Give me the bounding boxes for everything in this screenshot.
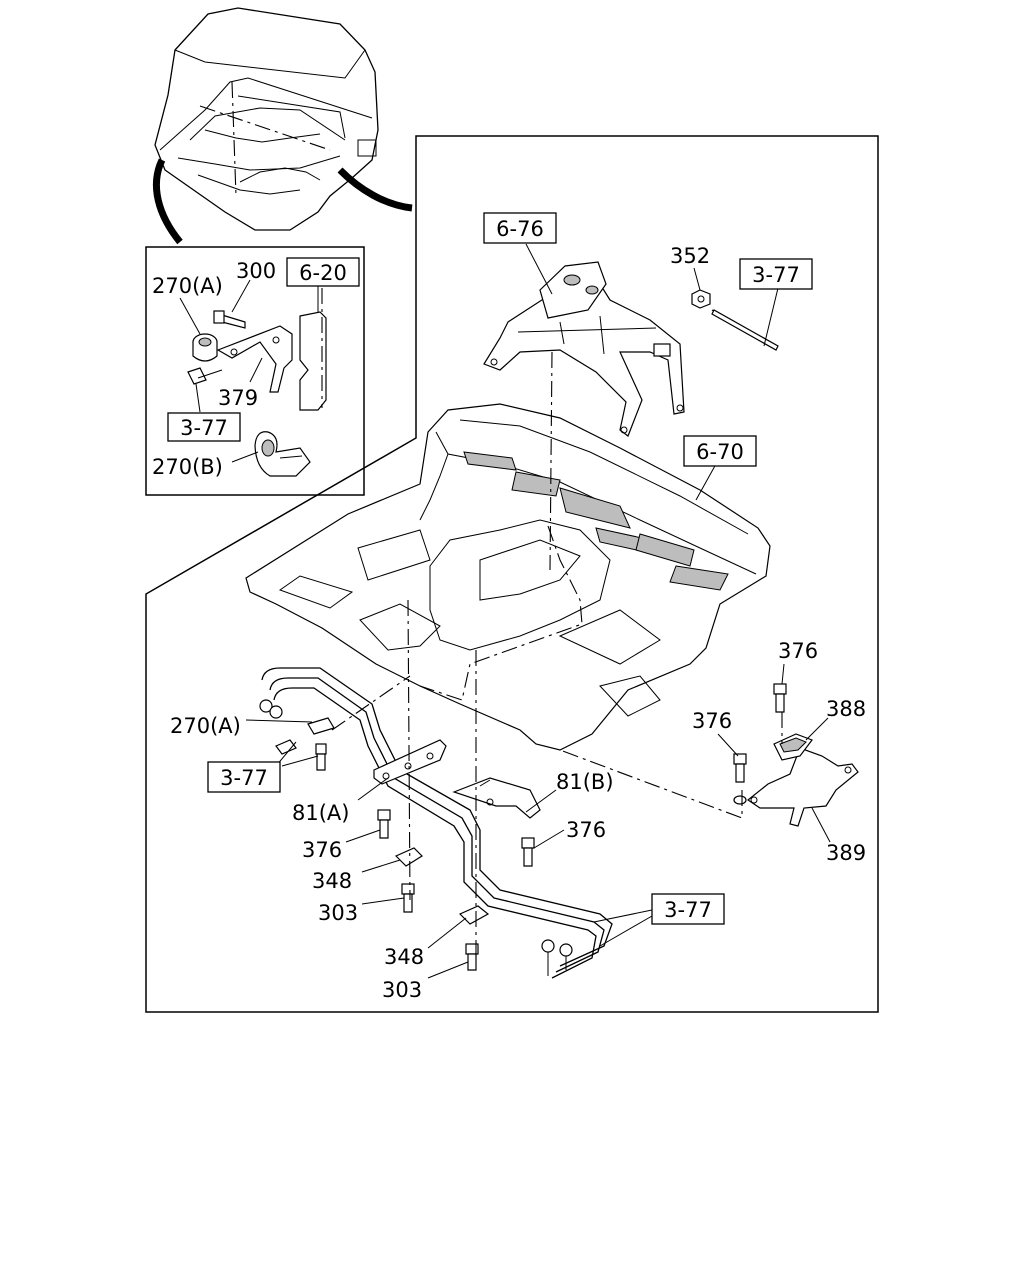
- ref-box-6-70[interactable]: 6-70: [683, 435, 757, 467]
- ref-box-inset-3-77[interactable]: 3-77: [167, 412, 241, 442]
- callout-376-center[interactable]: 376: [566, 818, 606, 842]
- ref-6-20-label: 6-20: [299, 261, 347, 285]
- part-number-labels: 270(A) 300 379 270(B) 352 376 376 388 38…: [152, 244, 866, 1002]
- callout-270a-inset[interactable]: 270(A): [152, 274, 223, 298]
- ref-box-3-77-left[interactable]: 3-77: [207, 761, 281, 793]
- ref-box-3-77-bottom[interactable]: 3-77: [651, 893, 725, 925]
- callout-300[interactable]: 300: [236, 259, 276, 283]
- callout-348-upper[interactable]: 348: [312, 869, 352, 893]
- clamp-81b-illustration: [452, 777, 541, 819]
- inset-leader-lines: [179, 279, 319, 463]
- callout-303-upper[interactable]: 303: [318, 901, 358, 925]
- bracket-389-illustration: [746, 733, 859, 827]
- inset-frame: [145, 246, 365, 496]
- floor-panel-illustration: [245, 403, 771, 751]
- ref-6-70-label: 6-70: [696, 440, 744, 464]
- ref-box-6-76[interactable]: 6-76: [483, 212, 557, 244]
- ref-box-3-77-top[interactable]: 3-77: [739, 258, 813, 290]
- callout-376-right-top[interactable]: 376: [778, 639, 818, 663]
- callout-81a[interactable]: 81(A): [292, 801, 349, 825]
- callout-388[interactable]: 388: [826, 697, 866, 721]
- ref-3-77-top-label: 3-77: [752, 263, 800, 287]
- assembly-centerlines: [331, 351, 783, 960]
- main-detail-frame: [145, 135, 879, 1013]
- callout-270b[interactable]: 270(B): [152, 455, 223, 479]
- ref-3-77-left-label: 3-77: [220, 766, 268, 790]
- callout-270a-main[interactable]: 270(A): [170, 714, 241, 738]
- callout-389[interactable]: 389: [826, 841, 866, 865]
- callout-379[interactable]: 379: [218, 386, 258, 410]
- callout-348-lower[interactable]: 348: [384, 945, 424, 969]
- leader-lines: [245, 243, 831, 979]
- callout-376-right-mid[interactable]: 376: [692, 709, 732, 733]
- callout-81b[interactable]: 81(B): [556, 770, 614, 794]
- ref-6-76-label: 6-76: [496, 217, 544, 241]
- ref-box-6-20[interactable]: 6-20: [286, 257, 360, 287]
- vehicle-overview-illustration: [152, 7, 413, 245]
- clamp-81a-illustration: [373, 739, 447, 785]
- callout-376-left[interactable]: 376: [302, 838, 342, 862]
- crossmember-bracket-illustration: [483, 261, 685, 437]
- ref-inset-3-77-label: 3-77: [180, 416, 228, 440]
- pipe-assembly-illustration: [259, 667, 613, 979]
- bolts-right-illustration: [733, 683, 787, 805]
- inset-parts-illustration: [187, 288, 327, 477]
- callout-352[interactable]: 352: [670, 244, 710, 268]
- callout-303-lower[interactable]: 303: [382, 978, 422, 1002]
- ref-3-77-bottom-label: 3-77: [664, 898, 712, 922]
